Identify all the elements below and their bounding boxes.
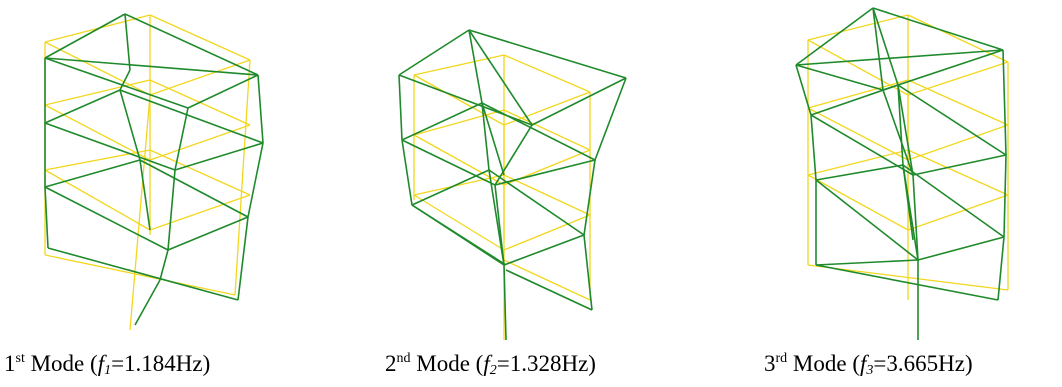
mode-3-caption: 3rd Mode (f3=3.665Hz) <box>764 351 973 378</box>
mode-2-wireframe <box>398 29 627 340</box>
frequency-value: =1.328Hz) <box>496 351 596 376</box>
undeformed-frame <box>44 14 251 331</box>
mode-3-shape-diagram <box>708 0 1062 340</box>
mode-number: 3 <box>764 351 776 376</box>
undeformed-frame <box>413 54 591 340</box>
ordinal-suffix: rd <box>775 351 788 366</box>
mode-1-wireframe <box>44 13 264 331</box>
frequency-subscript: 3 <box>866 363 874 378</box>
deformed-frame <box>398 29 627 340</box>
frequency-symbol: f <box>97 351 105 376</box>
frequency-subscript: 2 <box>489 363 497 378</box>
frequency-symbol: f <box>483 351 490 376</box>
frequency-value: =3.665Hz) <box>873 351 973 376</box>
frequency-symbol: f <box>860 351 867 376</box>
mode-number: 1 <box>4 351 16 376</box>
ordinal-suffix: st <box>15 351 25 366</box>
deformed-frame <box>44 13 264 326</box>
deformed-frame <box>795 7 1007 340</box>
ordinal-suffix: nd <box>396 351 411 366</box>
mode-3-wireframe <box>795 7 1009 340</box>
mode-2-shape-diagram <box>354 0 708 340</box>
frequency-value: =1.184Hz) <box>111 351 211 376</box>
mode-1-caption: 1st Mode (f1=1.184Hz) <box>4 351 211 378</box>
mode-word: Mode <box>792 351 847 376</box>
mode-word: Mode <box>30 351 85 376</box>
mode-number: 2 <box>385 351 397 376</box>
mode-2-caption: 2nd Mode (f2=1.328Hz) <box>385 351 596 378</box>
mode-word: Mode <box>416 351 470 376</box>
mode-1-shape-diagram <box>0 0 354 340</box>
frequency-subscript: 1 <box>104 363 112 378</box>
